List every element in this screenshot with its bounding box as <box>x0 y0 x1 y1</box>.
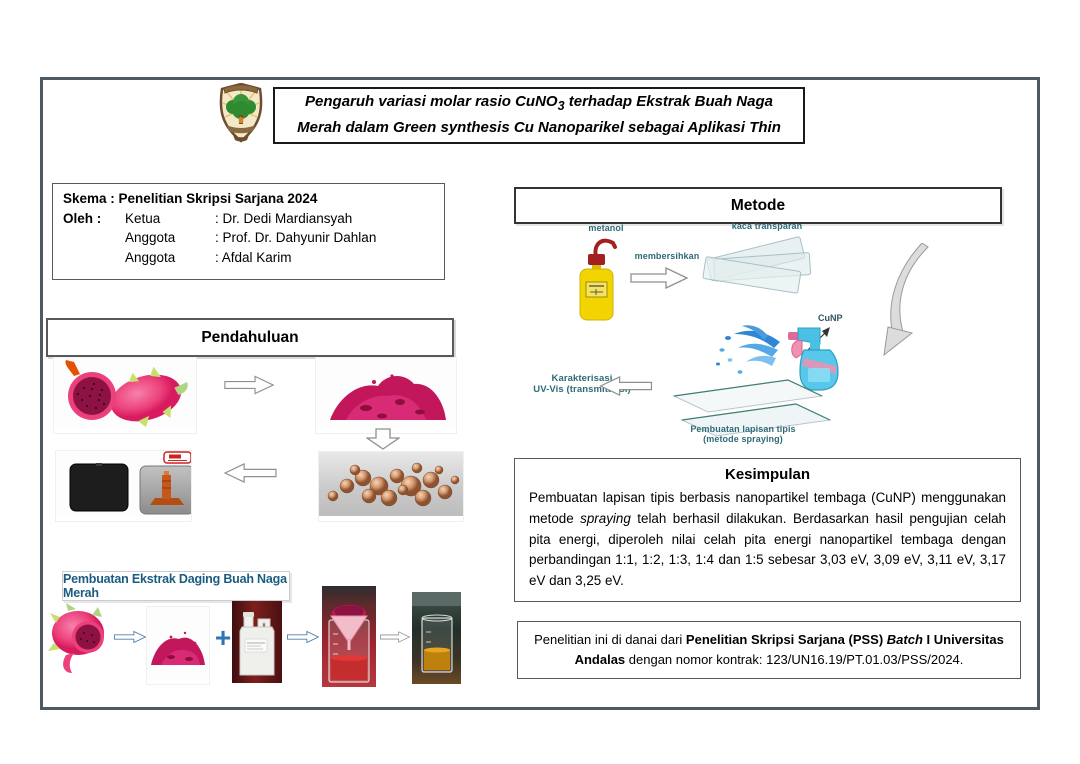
wash-bottle-icon <box>578 236 620 327</box>
title-line-2: Merah dalam Green synthesis Cu Nanoparik… <box>297 119 781 137</box>
name-anggota-2: : Afdal Karim <box>215 249 292 265</box>
poster-frame <box>40 77 1040 710</box>
metode-header: Metode <box>514 187 1002 224</box>
solvent-container-image <box>232 601 282 688</box>
powder-small-image <box>146 606 210 685</box>
arrow-right-icon <box>380 628 411 651</box>
cunp-label: CuNP <box>818 313 843 323</box>
metanol-label: metanol <box>588 223 624 233</box>
thin-film-image <box>55 450 195 522</box>
powder-image <box>315 357 457 434</box>
spray-bottle-icon <box>786 324 844 397</box>
karakterisasi-label: Karakterisasi UV-Vis (transmitansi) <box>533 373 631 395</box>
poster-title: Pengaruh variasi molar rasio CuNO3 terha… <box>273 87 805 144</box>
plus-sign: + <box>214 622 232 653</box>
dragon-fruit-small-image <box>48 603 112 680</box>
name-anggota-1: : Prof. Dr. Dahyunir Dahlan <box>215 230 377 245</box>
extract-section-title: Pembuatan Ekstrak Daging Buah Naga Merah <box>62 571 290 601</box>
dragon-fruit-image <box>53 357 197 434</box>
arrow-down-icon <box>364 428 402 455</box>
kesimpulan-text: Pembuatan lapisan tipis berbasis nanopar… <box>529 490 1006 589</box>
oleh-label: Oleh : <box>63 210 102 226</box>
role-anggota-1: Anggota <box>125 230 176 245</box>
filtration-image <box>322 586 376 692</box>
kesimpulan-header: Kesimpulan <box>724 466 811 483</box>
kesimpulan-box: Kesimpulan Pembuatan lapisan tipis berba… <box>514 458 1021 602</box>
arrow-left-icon <box>598 375 654 401</box>
arrow-left-icon <box>223 462 278 488</box>
copper-droplets-image <box>318 451 464 522</box>
coated-slides-icon <box>652 378 834 443</box>
spray-splash-icon <box>710 324 794 391</box>
kaca-transparan-label: kaca transparan <box>731 221 803 231</box>
funding-text: Penelitian ini di danai dari Penelitian … <box>534 631 1004 667</box>
role-anggota-2: Anggota <box>125 249 176 265</box>
membersihkan-label: membersihkan <box>634 251 700 261</box>
name-ketua: : Dr. Dedi Mardiansyah <box>215 210 353 226</box>
curved-arrow-icon <box>876 242 932 376</box>
role-ketua: Ketua <box>125 210 161 226</box>
unand-logo <box>217 82 265 144</box>
title-line-1: Pengaruh variasi molar rasio CuNO3 terha… <box>305 92 773 113</box>
arrow-right-icon <box>114 628 147 651</box>
arrow-right-icon <box>287 628 320 651</box>
skema-box: Skema : Penelitian Skripsi Sarjana 2024 … <box>52 183 445 280</box>
arrow-right-icon <box>224 375 275 400</box>
extract-beaker-image <box>412 592 461 689</box>
skema-title: Skema : Penelitian Skripsi Sarjana 2024 <box>63 191 318 206</box>
funding-box: Penelitian ini di danai dari Penelitian … <box>517 621 1021 679</box>
arrow-right-icon <box>630 266 689 294</box>
lapisan-label: Pembuatan lapisan tipis (metode spraying… <box>690 424 796 444</box>
pendahuluan-header: Pendahuluan <box>46 318 454 357</box>
glass-slides-icon <box>700 232 818 301</box>
